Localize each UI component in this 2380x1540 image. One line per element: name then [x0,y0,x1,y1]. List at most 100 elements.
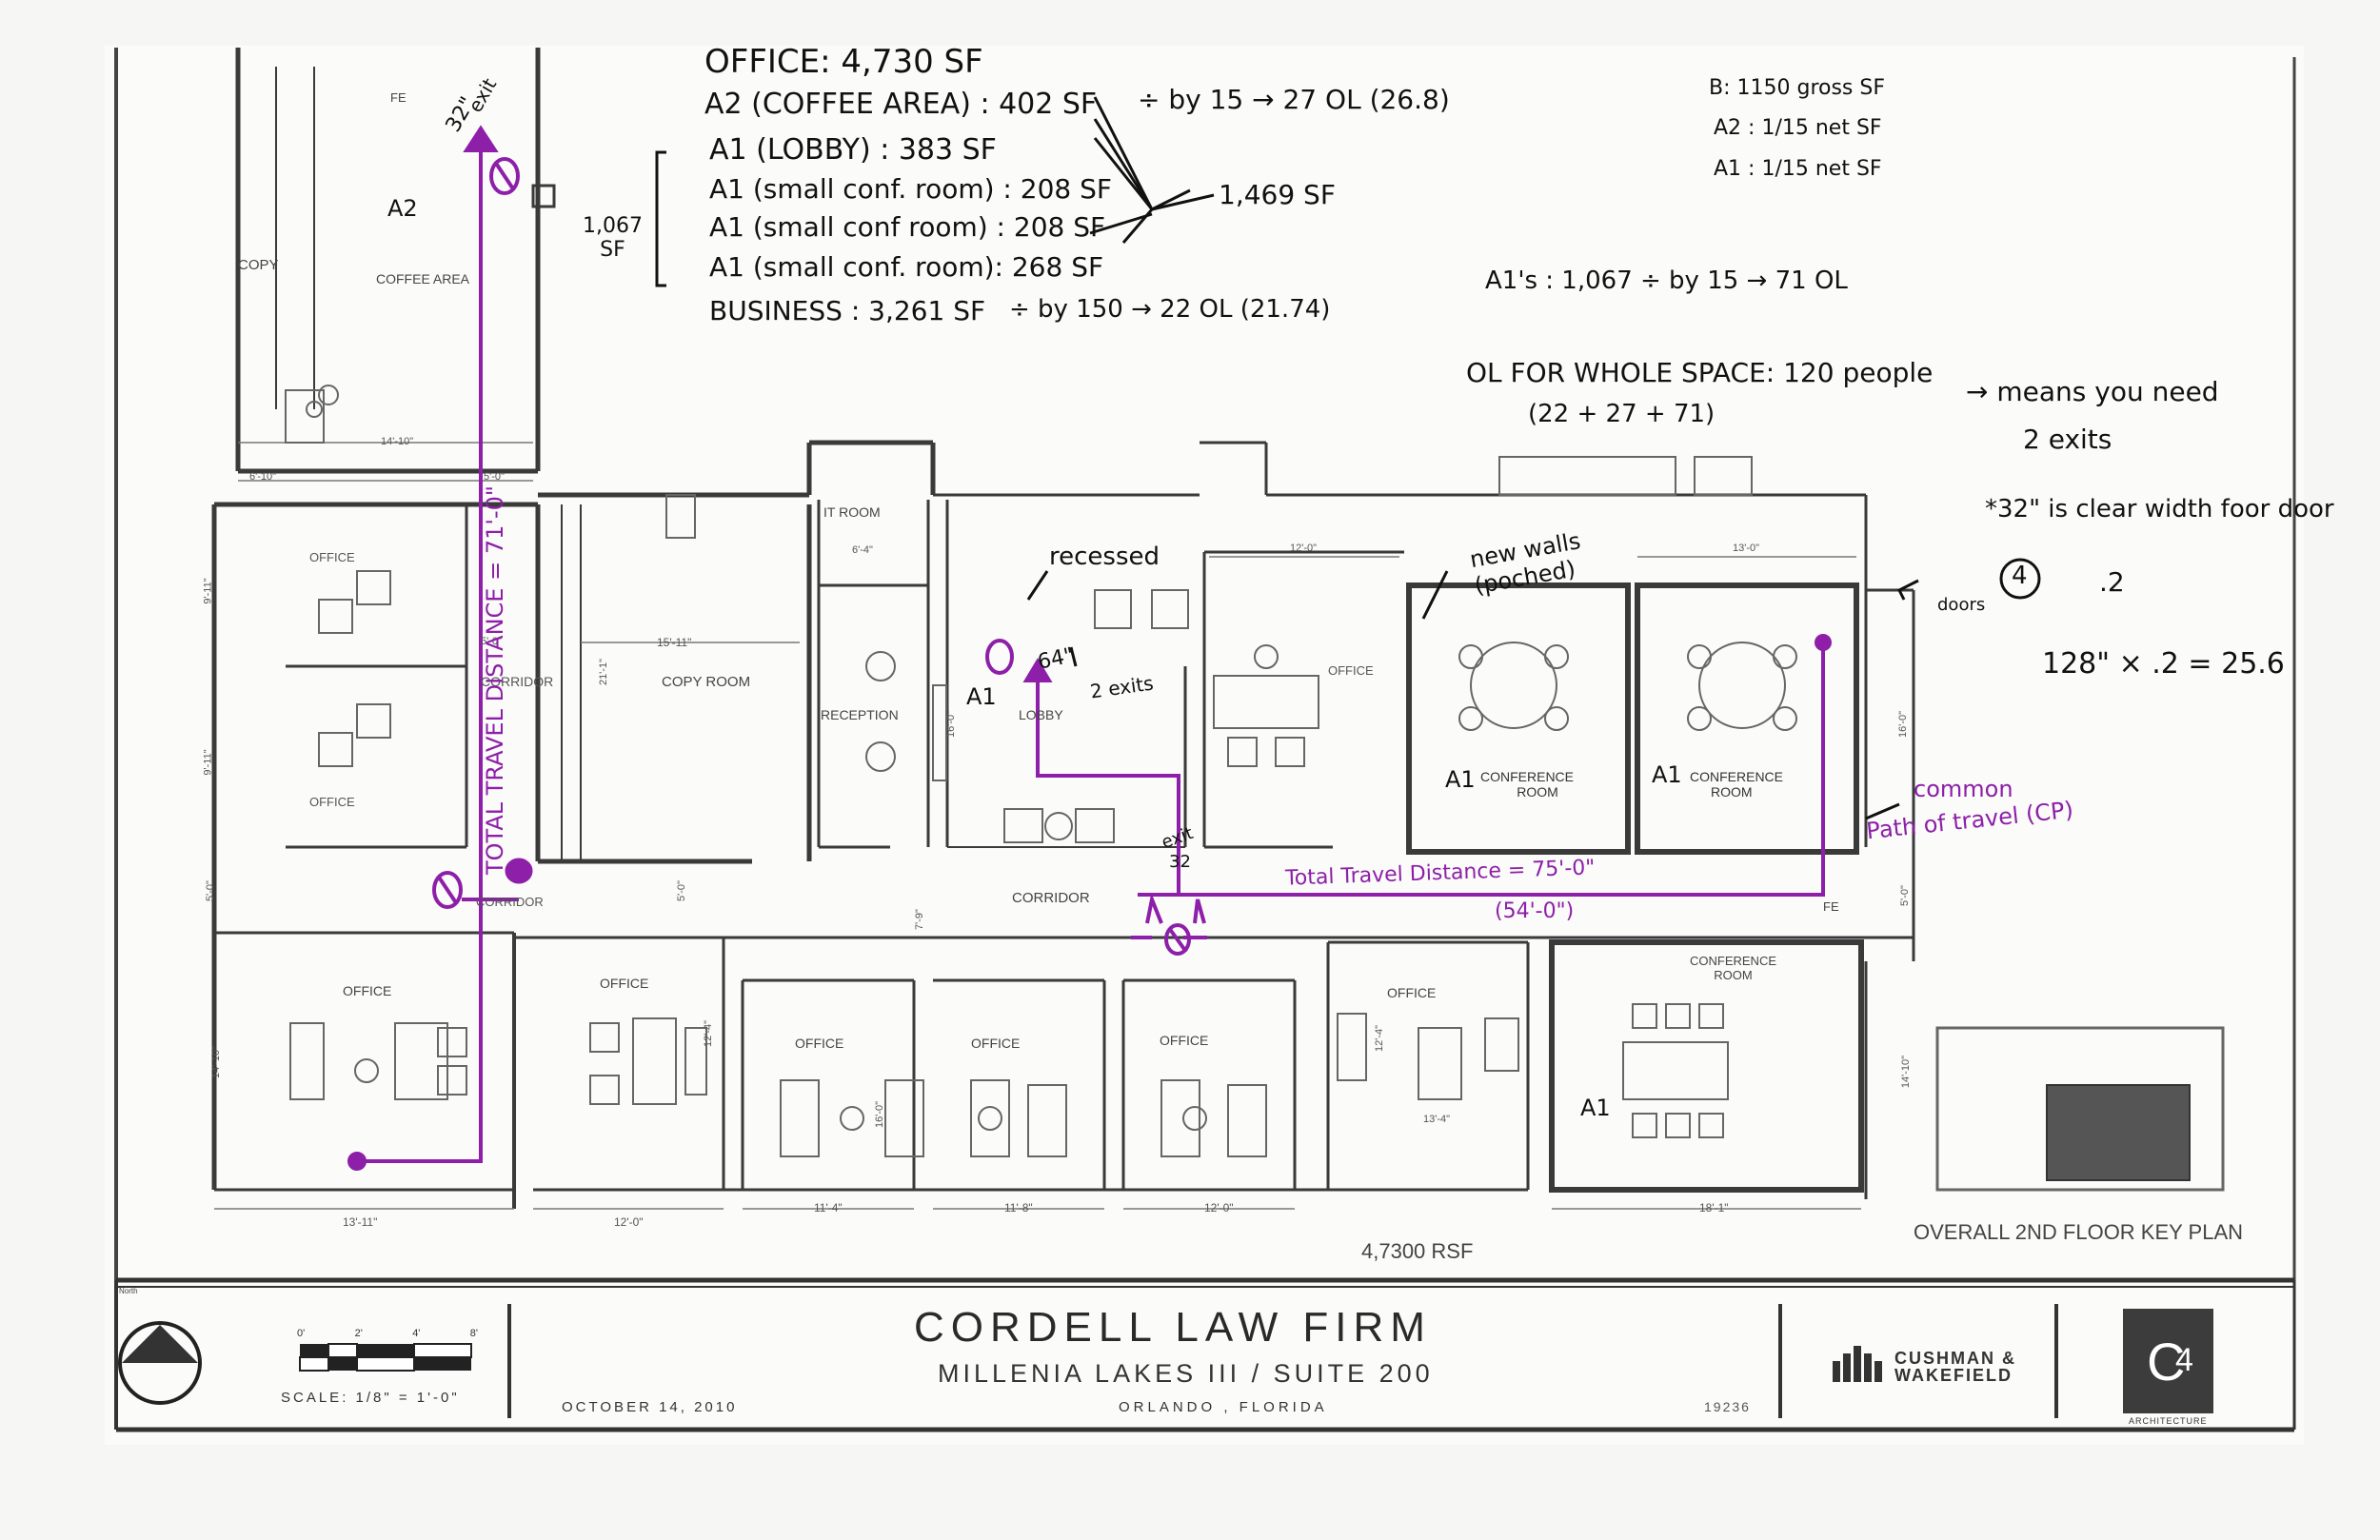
dimension-label: 15'-11" [657,636,692,649]
dimension-label: 21'-1" [598,658,610,686]
room-label-coffee-area: COFFEE AREA [376,271,470,286]
note-travel-distance-alt: (54'-0") [1495,899,1575,923]
note-conf-tag: A1 [1580,1095,1611,1121]
title-block-dividers [507,1304,2058,1418]
note-travel-distance-left: TOTAL TRAVEL DISTANCE = 71'-0" [482,485,508,875]
room-label-reception: RECEPTION [821,707,899,722]
room-label-copy: COPY [238,257,279,273]
note-clear-width: *32" is clear width foor door [1985,495,2334,523]
scale-bar [299,1343,472,1372]
dimension-label: 16'-0" [1897,710,1910,739]
dimension-label: 11'-4" [814,1201,843,1214]
note-factor: .2 [2099,566,2125,598]
note-ol-sum: (22 + 27 + 71) [1528,400,1716,428]
room-label-office: OFFICE [343,983,392,998]
key-plan-label: OVERALL 2ND FLOOR KEY PLAN [1914,1220,2244,1244]
room-label-office: OFFICE [1328,663,1374,678]
room-label-office: OFFICE [1387,985,1437,1000]
note-a2-factor: A2 : 1/15 net SF [1714,116,1882,140]
dimension-label: 16'-0" [945,710,958,739]
plan-walls [211,48,1915,1209]
room-label-office: OFFICE [971,1036,1021,1051]
firm-name: CORDELL LAW FIRM [914,1304,1432,1351]
note-b-factor: B: 1150 gross SF [1709,76,1886,100]
sheet-border [114,48,2296,1432]
dimension-label: 12'-4" [1374,1024,1386,1053]
dimension-label: 12'-0" [1290,543,1318,554]
travel-path-right [1022,634,1832,939]
room-label-office: OFFICE [1160,1033,1209,1048]
note-doors: doors [1937,595,1986,615]
dimension-label: 7'-9" [913,909,925,930]
fire-extinguisher-label: FE [1823,899,1839,914]
note-conf-tag: A1 [1445,766,1476,793]
note-conf-tag: A1 [1652,761,1682,788]
scale-label: SCALE: 1/8" = 1'-0" [281,1390,460,1406]
project-name: MILLENIA LAKES III / SUITE 200 [938,1359,1434,1388]
cushman-wakefield-name: CUSHMAN &WAKEFIELD [1894,1349,2016,1385]
room-label-it-room: IT ROOM [823,504,881,520]
c4-architecture-logo: C 4 [2123,1309,2213,1413]
dimension-label: 13'-4" [1423,1114,1451,1125]
room-label-office: OFFICE [309,550,355,564]
room-label-corridor-main: CORRIDOR [1012,890,1090,906]
cushman-wakefield-logo [1833,1346,1882,1382]
fire-extinguisher-label: FE [390,90,407,105]
dimension-label: 5'-0" [204,880,216,901]
note-a1-lobby: A1 (LOBBY) : 383 SF [709,133,997,167]
drawing-date: OCTOBER 14, 2010 [562,1399,738,1415]
dimension-label: 9'-11" [202,578,214,604]
note-business-calc: ÷ by 150 → 22 OL (21.74) [1009,295,1331,324]
dimension-label: 16'-0" [874,1100,886,1129]
room-label-office: OFFICE [600,976,649,991]
note-office-total: OFFICE: 4,730 SF [704,43,983,81]
dimension-label: 14'-10" [1900,1055,1913,1089]
dimension-label: 12'-0" [1204,1201,1234,1214]
dimension-label: 12'-4" [703,1019,715,1048]
dimension-label: 9'-11" [202,749,214,776]
handwritten-arrows [655,96,2041,820]
note-doors-count: 4 [2012,562,2028,590]
note-a1-small-conf-2: A1 (small conf room) : 208 SF [709,211,1106,243]
note-width-calc: 128" × .2 = 25.6 [2042,647,2285,681]
dimension-label: 14'-10" [381,436,414,447]
room-label-office: OFFICE [309,795,355,809]
north-label: North [119,1287,138,1295]
job-number: 19236 [1704,1399,1751,1414]
note-lobby-tag: A1 [966,683,997,710]
exit-markers [432,157,1191,956]
room-label-lobby: LOBBY [1019,707,1063,722]
room-label-corridor: CORRIDOR [481,674,554,689]
c4-subtitle: ARCHITECTURE [2129,1416,2208,1426]
note-sum: 1,469 SF [1219,179,1336,210]
dimension-lines [214,442,1861,1210]
svg-text:C: C [2147,1332,2185,1392]
note-a2-room-tag: A2 [387,195,418,222]
note-ol-total: OL FOR WHOLE SPACE: 120 people [1466,357,1934,388]
room-label-office: OFFICE [795,1036,844,1051]
travel-path-left [347,125,519,1171]
dimension-label: 5'-0" [1898,885,1911,906]
dimension-label: 13'-11" [343,1215,378,1229]
dimension-label: 6'-10" [249,471,277,483]
rentable-area: 4,7300 RSF [1361,1239,1474,1263]
note-business-area: BUSINESS : 3,261 SF [709,295,986,326]
note-a1-small-conf-1: A1 (small conf. room) : 208 SF [709,173,1112,205]
dimension-label: 14'-10" [210,1045,223,1079]
room-label-corridor: CORRIDOR [476,895,544,909]
note-a2-calc: ÷ by 15 → 27 OL (26.8) [1138,84,1450,115]
note-exits-2: 2 exits [2023,424,2112,455]
dimension-label: 12'-0" [614,1215,644,1229]
dimension-label: 6'-4" [852,544,873,556]
note-a2-area: A2 (COFFEE AREA) : 402 SF [704,88,1098,121]
north-arrow [118,1321,202,1405]
dimension-label: 18'-1" [1699,1201,1729,1214]
note-a1-small-conf-3: A1 (small conf. room): 268 SF [709,251,1104,283]
furniture [285,385,2225,1192]
note-a1s-calc: A1's : 1,067 ÷ by 15 → 71 OL [1485,267,1848,295]
dimension-label: 13'-0" [1733,543,1760,554]
